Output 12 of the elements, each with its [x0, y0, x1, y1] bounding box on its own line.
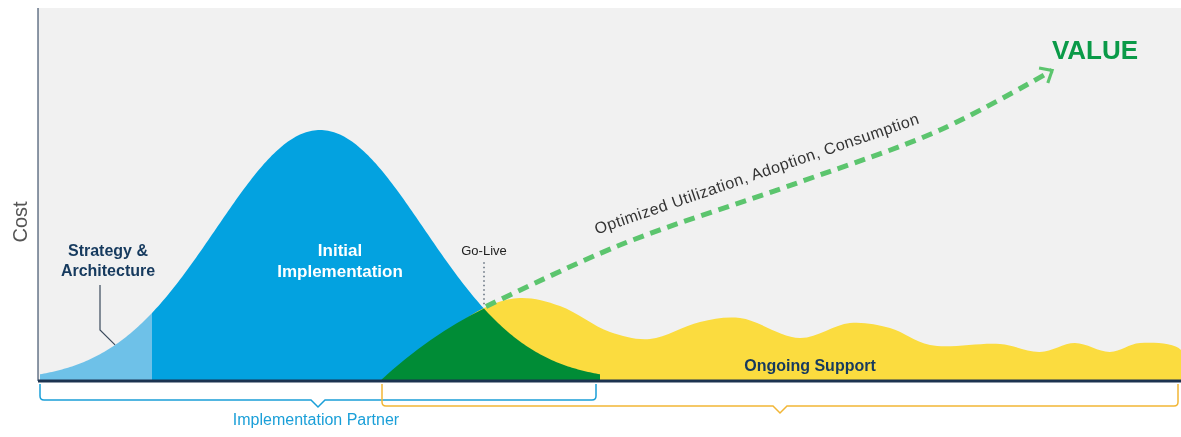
- value-label: VALUE: [1040, 34, 1150, 67]
- area-label: Initial Implementation: [276, 240, 404, 283]
- area-label: Strategy & Architecture: [44, 241, 172, 281]
- overlap-area: [380, 308, 600, 381]
- strategy-area: [40, 312, 152, 381]
- axis-label: Cost: [7, 202, 32, 243]
- leader-line: [483, 261, 485, 307]
- leader-line: [484, 66, 1054, 309]
- area-label: Ongoing Support: [743, 356, 877, 376]
- milestone-label: Go-Live: [452, 243, 516, 260]
- bracket-label: Implementation Partner: [231, 410, 401, 430]
- leader-line: [99, 284, 116, 346]
